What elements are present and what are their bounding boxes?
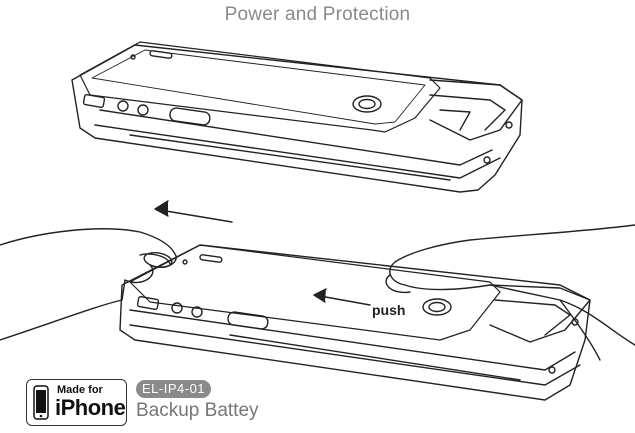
model-number-tag: EL-IP4-01 (136, 380, 212, 398)
push-label: push (372, 302, 406, 318)
iphone-icon (33, 385, 49, 420)
page-title: Power and Protection (224, 4, 411, 25)
product-name: Backup Battey (136, 400, 259, 421)
badge-brand-text: iPhone (55, 395, 126, 420)
made-for-iphone-badge: Made for iPhone (26, 379, 127, 426)
slide-direction-arrow (154, 200, 233, 223)
badge-made-for-text: Made for (57, 384, 103, 396)
case-bottom-illustration (0, 224, 635, 401)
case-top-illustration (71, 41, 523, 193)
